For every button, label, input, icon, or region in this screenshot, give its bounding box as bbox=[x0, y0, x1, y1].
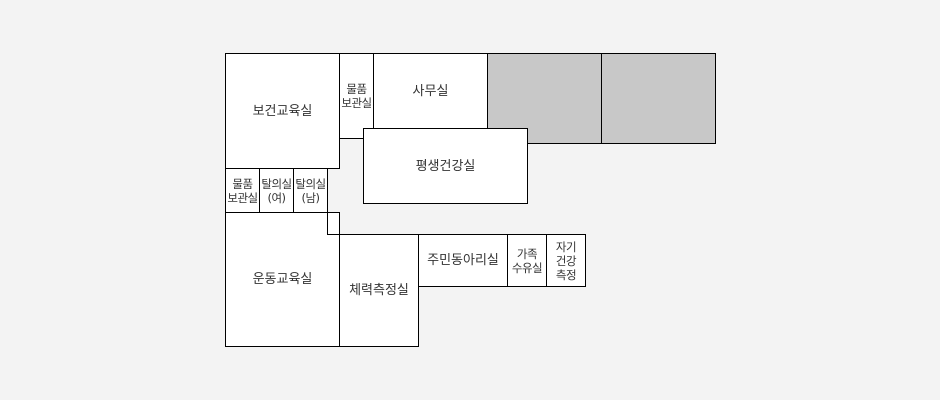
room-changing-women[interactable]: 탈의실 (여) bbox=[259, 168, 294, 213]
room-unlabeled-2[interactable] bbox=[601, 53, 716, 144]
wall-segment bbox=[327, 168, 328, 235]
room-label: 보건교육실 bbox=[252, 103, 313, 119]
room-label: 가족 수유실 bbox=[511, 246, 543, 275]
room-health-education[interactable]: 보건교육실 bbox=[225, 53, 340, 169]
room-label: 물품 보관실 bbox=[341, 82, 372, 110]
room-lifelong-health[interactable]: 평생건강실 bbox=[363, 128, 528, 204]
room-resident-club[interactable]: 주민동아리실 bbox=[418, 234, 508, 287]
room-label: 사무실 bbox=[412, 83, 449, 99]
room-label: 평생건강실 bbox=[415, 158, 476, 174]
room-exercise-education[interactable]: 운동교육실 bbox=[225, 212, 340, 347]
room-label: 운동교육실 bbox=[252, 272, 313, 287]
room-storage-top[interactable]: 물품 보관실 bbox=[339, 53, 374, 139]
room-label: 체력측정실 bbox=[349, 283, 409, 298]
room-self-health-check[interactable]: 자기 건강 측정 bbox=[546, 234, 586, 287]
room-label: 자기 건강 측정 bbox=[555, 239, 577, 282]
wall-segment bbox=[327, 234, 340, 235]
room-nursing[interactable]: 가족 수유실 bbox=[507, 234, 547, 287]
room-office[interactable]: 사무실 bbox=[373, 53, 488, 129]
wall-segment bbox=[339, 138, 364, 139]
room-label: 탈의실 (남) bbox=[295, 176, 326, 205]
room-changing-men[interactable]: 탈의실 (남) bbox=[293, 168, 328, 213]
room-storage-left[interactable]: 물품 보관실 bbox=[225, 168, 260, 213]
room-label: 주민동아리실 bbox=[427, 253, 499, 268]
room-label: 물품 보관실 bbox=[227, 176, 258, 205]
room-label: 탈의실 (여) bbox=[261, 176, 292, 205]
room-fitness-measurement[interactable]: 체력측정실 bbox=[339, 234, 419, 347]
